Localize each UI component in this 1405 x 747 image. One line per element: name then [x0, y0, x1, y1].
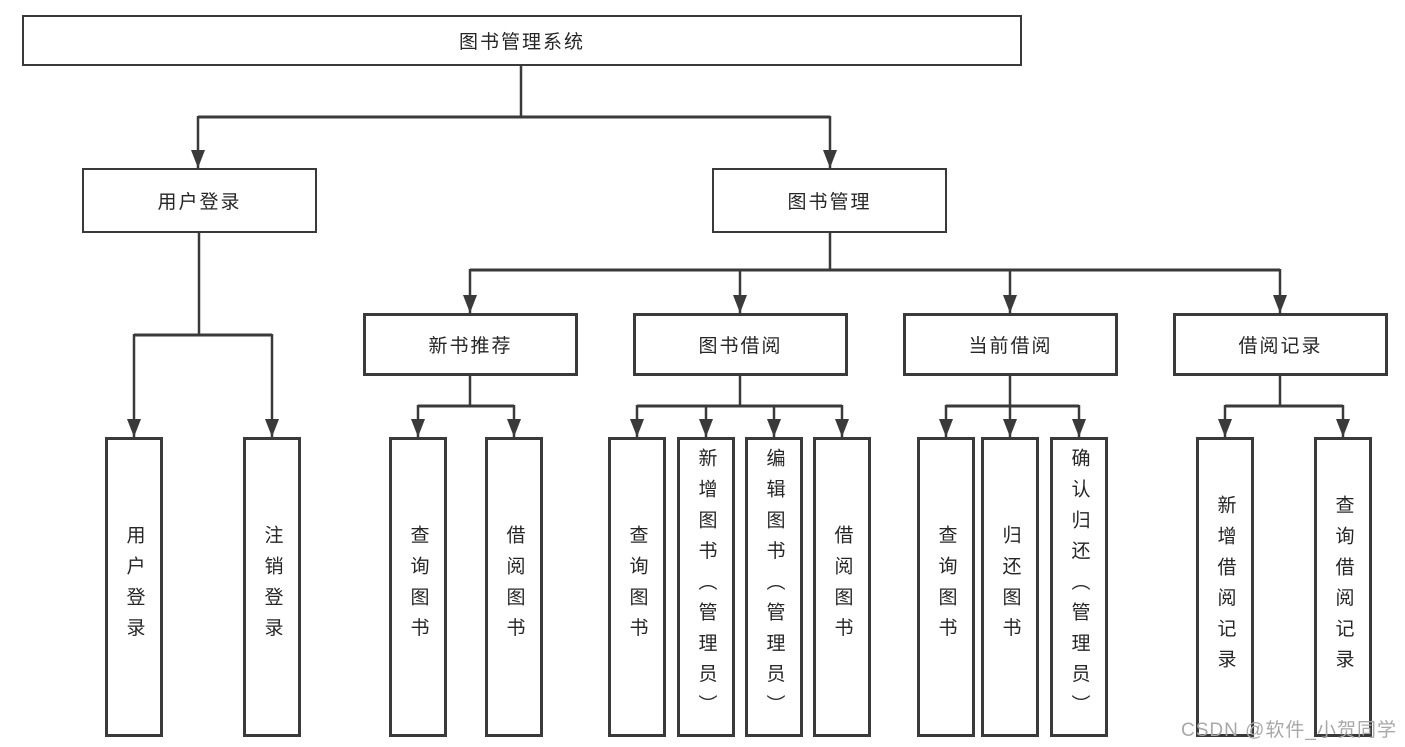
node-label: 查询图书	[407, 525, 429, 649]
node-book-management: 图书管理	[712, 168, 947, 233]
node-borrowing-records: 借阅记录	[1173, 313, 1388, 376]
connector-borrow-records-children	[1218, 376, 1350, 437]
node-user-login: 用户登录	[82, 168, 317, 233]
node-book-borrowing: 图书借阅	[633, 313, 848, 376]
node-label: 图书借阅	[698, 336, 783, 357]
node-label: 注销登录	[261, 525, 283, 649]
leaf-edit-book-admin: 编辑图书（管理员）	[745, 437, 803, 737]
connector-root-to-level2	[191, 66, 837, 168]
node-label: 借阅记录	[1238, 336, 1323, 357]
node-label: 查询图书	[626, 525, 648, 649]
node-label: 归还图书	[999, 525, 1021, 649]
leaf-add-book-admin: 新增图书（管理员）	[677, 437, 735, 737]
connector-current-borrow-children	[939, 376, 1086, 437]
leaf-user-login: 用户登录	[105, 437, 163, 737]
leaf-borrow-books-recommend: 借阅图书	[485, 437, 543, 737]
node-library-management-system: 图书管理系统	[22, 15, 1022, 66]
node-label: 当前借阅	[968, 336, 1053, 357]
leaf-query-borrow-record: 查询借阅记录	[1314, 437, 1372, 737]
leaf-query-books-current: 查询图书	[917, 437, 975, 737]
leaf-logout: 注销登录	[243, 437, 301, 737]
connector-user-login-children	[127, 233, 279, 437]
connector-new-book-children	[411, 376, 521, 437]
node-label: 图书管理	[787, 192, 872, 213]
connector-book-management-children	[463, 233, 1287, 313]
leaf-borrow-books-borrow: 借阅图书	[813, 437, 871, 737]
node-label: 新增图书（管理员）	[695, 448, 717, 726]
node-label: 查询图书	[935, 525, 957, 649]
node-label: 新增借阅记录	[1214, 494, 1236, 680]
node-new-book-recommendation: 新书推荐	[363, 313, 578, 376]
node-label: 新书推荐	[428, 336, 513, 357]
node-label: 借阅图书	[503, 525, 525, 649]
node-label: 编辑图书（管理员）	[763, 448, 785, 726]
leaf-confirm-return-admin: 确认归还（管理员）	[1050, 437, 1108, 737]
node-label: 查询借阅记录	[1332, 494, 1354, 680]
leaf-query-books-borrow: 查询图书	[608, 437, 666, 737]
node-label: 借阅图书	[831, 525, 853, 649]
connector-book-borrow-children	[630, 376, 849, 437]
leaf-add-borrow-record: 新增借阅记录	[1196, 437, 1254, 737]
node-label: 用户登录	[123, 525, 145, 649]
leaf-return-book: 归还图书	[981, 437, 1039, 737]
node-label: 用户登录	[157, 192, 242, 213]
node-current-borrowing: 当前借阅	[903, 313, 1118, 376]
leaf-query-books-recommend: 查询图书	[389, 437, 447, 737]
node-label: 图书管理系统	[458, 32, 585, 53]
node-label: 确认归还（管理员）	[1068, 448, 1090, 726]
